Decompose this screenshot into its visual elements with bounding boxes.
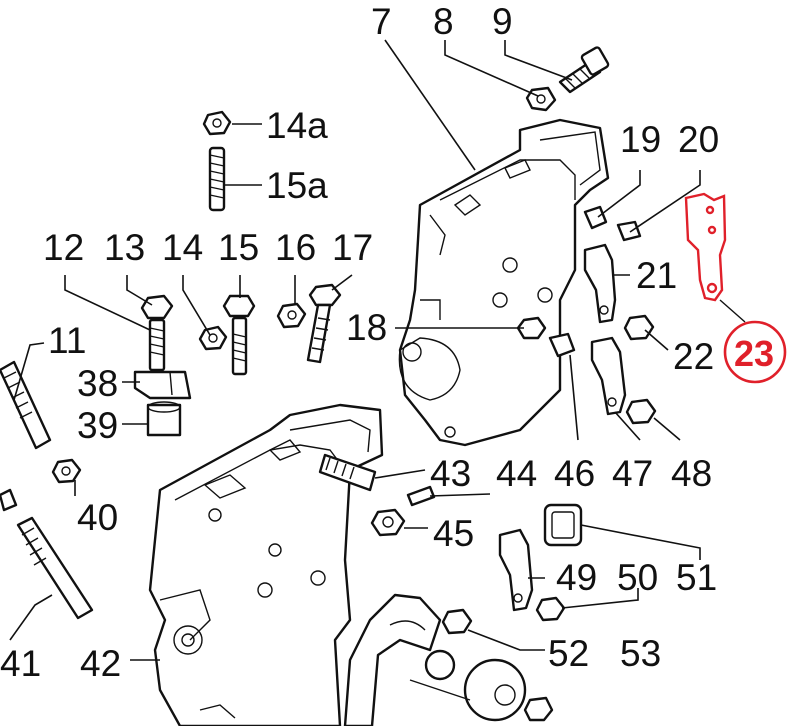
label-43: 43	[430, 453, 471, 494]
label-15: 15	[218, 227, 259, 268]
label-14a: 14a	[266, 105, 328, 146]
label-45: 45	[433, 513, 474, 554]
bolt-part-17	[306, 283, 342, 364]
label-14: 14	[162, 227, 203, 268]
nut-part-14a	[202, 110, 232, 136]
label-18: 18	[346, 307, 387, 348]
label-7: 7	[371, 1, 392, 42]
nut-part-52	[441, 608, 473, 635]
pin-part-19	[583, 205, 608, 230]
screw-part-44	[406, 485, 436, 507]
stud-part-11	[0, 360, 52, 450]
label-13: 13	[104, 227, 145, 268]
label-49: 49	[556, 557, 597, 598]
label-42: 42	[80, 643, 121, 684]
label-21: 21	[636, 255, 677, 296]
label-23: 23	[734, 333, 774, 374]
leader-lines	[9, 39, 701, 661]
nut-part-16	[276, 302, 307, 329]
bracket-part-49	[498, 528, 534, 612]
bolt-part-9	[558, 46, 610, 94]
label-15a: 15a	[266, 165, 328, 206]
bolt-part-46	[548, 332, 576, 358]
callout-circle-23	[723, 320, 787, 384]
lever-part-53	[343, 593, 554, 726]
label-20: 20	[678, 119, 719, 160]
label-39: 39	[77, 405, 118, 446]
bolt-part-43	[318, 453, 377, 492]
bracket-part-23-highlighted	[684, 192, 787, 384]
label-22: 22	[673, 336, 714, 377]
label-51: 51	[676, 557, 717, 598]
label-40: 40	[77, 497, 118, 538]
nut-part-22	[623, 314, 655, 341]
label-12: 12	[43, 227, 84, 268]
label-48: 48	[671, 453, 712, 494]
label-16: 16	[275, 227, 316, 268]
callout-labels: 7 8 9 14a 15a 19 20 21 22 23 12 13 14 15…	[0, 1, 774, 684]
label-47: 47	[612, 453, 653, 494]
stud-part-15a	[208, 146, 226, 212]
bolt-part-15	[222, 294, 256, 376]
label-17: 17	[332, 227, 373, 268]
label-11: 11	[48, 320, 86, 361]
label-53: 53	[620, 633, 661, 674]
label-19: 19	[620, 119, 661, 160]
bracket-part-21	[583, 243, 617, 324]
bracket-part-38	[133, 370, 192, 400]
label-44: 44	[496, 453, 537, 494]
nut-part-48	[625, 398, 657, 425]
pad-part-51	[543, 503, 583, 547]
bracket-part-47	[590, 336, 627, 416]
lower-housing-part-42	[148, 403, 384, 726]
nut-part-40	[51, 458, 82, 484]
stud-part-41	[0, 488, 94, 620]
label-52: 52	[548, 633, 589, 674]
nut-part-8	[525, 86, 557, 112]
nut-part-45	[370, 508, 406, 537]
label-38: 38	[77, 363, 118, 404]
label-46: 46	[554, 453, 595, 494]
nut-part-14	[198, 325, 228, 351]
label-8: 8	[433, 1, 454, 42]
label-41: 41	[0, 643, 41, 684]
nut-part-50	[535, 596, 566, 622]
spacer-part-39	[146, 401, 182, 437]
label-9: 9	[492, 1, 513, 42]
upper-housing-part-7	[398, 118, 610, 447]
bolt-part-13	[140, 294, 174, 372]
screw-part-20	[616, 220, 642, 242]
label-50: 50	[617, 557, 658, 598]
